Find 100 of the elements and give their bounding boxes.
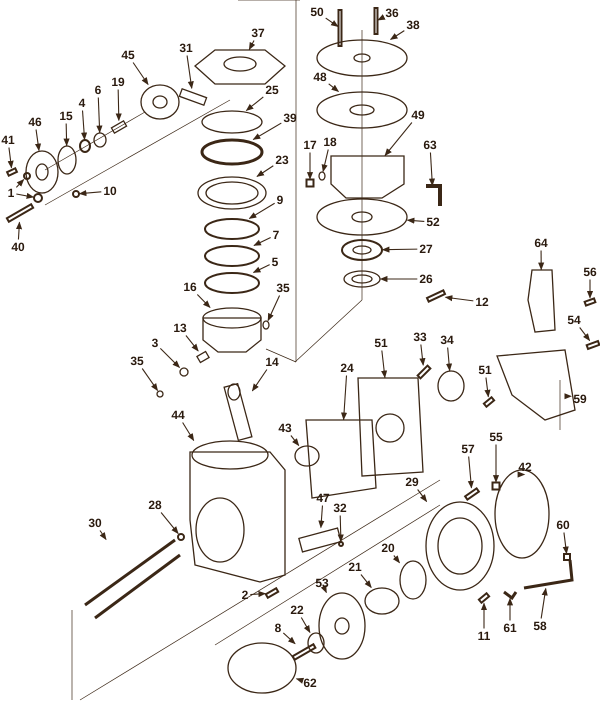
gasket-drawing: [197, 176, 267, 210]
leader-line: [406, 218, 424, 224]
callout-number: 8: [274, 622, 282, 634]
leader-line: [248, 40, 256, 50]
callout-number: 56: [582, 266, 598, 278]
bolt-drawing: [338, 9, 342, 47]
callout-number: 7: [272, 228, 280, 242]
plug-drawing: [72, 190, 80, 198]
callout-number: 64: [533, 236, 549, 250]
callout-number: 43: [277, 422, 293, 434]
leader-line: [492, 444, 500, 483]
leader-line: [419, 344, 426, 366]
leader-line: [444, 295, 474, 302]
callout-number: 51: [477, 364, 493, 376]
callout-number: 35: [129, 354, 145, 368]
leader-line: [253, 237, 271, 246]
seal-ring-drawing: [200, 138, 264, 166]
leader-line: [506, 598, 514, 620]
bushing-drawing: [364, 587, 400, 615]
leader-line: [360, 574, 372, 588]
callout-number: 37: [250, 26, 266, 40]
leader-line: [16, 178, 24, 188]
leader-line: [250, 590, 266, 598]
callout-number: 1: [6, 186, 16, 200]
leader-line: [392, 555, 400, 564]
bolt-drawing: [6, 202, 34, 224]
plug-drawing: [306, 178, 314, 188]
callout-number: 40: [10, 240, 26, 254]
callout-number: 45: [120, 48, 136, 62]
leader-line: [186, 335, 199, 352]
cylinder-head-drawing: [330, 155, 405, 199]
callout-number: 2: [240, 588, 250, 602]
callout-number: 34: [439, 334, 455, 346]
piston-ring-drawing: [204, 218, 260, 240]
screw-drawing: [482, 396, 496, 408]
leader-line: [246, 96, 264, 111]
leader-line: [142, 368, 158, 392]
callout-number: 11: [476, 630, 492, 642]
callout-number: 52: [425, 216, 441, 228]
callout-number: 46: [27, 116, 43, 128]
washer-drawing: [23, 172, 31, 180]
callout-number: 32: [332, 502, 348, 514]
callout-number: 3: [150, 336, 160, 350]
callout-number: 28: [147, 498, 163, 512]
callout-number: 29: [404, 476, 420, 488]
callout-number: 16: [182, 280, 198, 294]
leader-line: [160, 512, 179, 534]
crankshaft-drawing: [84, 538, 181, 620]
leader-line: [296, 678, 304, 684]
leader-line: [96, 97, 102, 134]
bushing-drawing: [294, 445, 320, 467]
plate-drawing: [298, 527, 342, 553]
piston-pin-drawing: [196, 350, 210, 364]
leader-line: [248, 202, 275, 219]
callout-number: 53: [314, 576, 330, 590]
leader-line: [484, 377, 491, 398]
piston-ring-drawing: [204, 272, 260, 294]
leader-line: [182, 422, 194, 442]
leader-line: [325, 18, 339, 28]
stud-drawing: [416, 364, 432, 380]
callout-number: 5: [270, 256, 280, 268]
callout-number: 15: [58, 110, 74, 122]
stud-drawing: [477, 592, 491, 604]
leader-line: [320, 584, 327, 594]
stud-drawing: [464, 486, 480, 502]
leader-line: [252, 122, 282, 140]
screw-drawing: [6, 166, 18, 178]
leader-line: [340, 375, 348, 420]
callout-number: 54: [566, 314, 582, 326]
callout-number: 26: [418, 272, 434, 286]
piston-ring-drawing: [204, 245, 260, 267]
leader-line: [63, 123, 70, 146]
leader-line: [564, 393, 572, 400]
callout-number: 63: [422, 138, 438, 152]
leader-line: [34, 129, 42, 152]
valve-plate-drawing: [316, 198, 408, 236]
stud-drawing: [264, 586, 280, 600]
bracket-drawing: [527, 269, 556, 333]
callout-number: 55: [488, 430, 504, 444]
callout-number: 27: [418, 242, 434, 256]
fitting-drawing: [563, 553, 571, 561]
callout-number: 58: [532, 620, 548, 632]
plug-drawing: [177, 533, 185, 541]
callout-number: 9: [276, 194, 284, 206]
callout-number: 25: [264, 84, 280, 96]
callout-number: 41: [0, 134, 16, 146]
leader-line: [100, 530, 106, 540]
leader-line: [562, 532, 569, 554]
callout-number: 17: [302, 138, 318, 152]
screw-drawing: [583, 297, 597, 307]
leader-line: [338, 515, 344, 542]
leader-line: [290, 435, 300, 446]
callout-number: 18: [322, 136, 338, 148]
callout-number: 57: [460, 442, 476, 456]
callout-number: 36: [384, 6, 400, 20]
callout-number: 49: [410, 108, 426, 122]
leader-line: [282, 632, 296, 644]
o-ring-drawing: [201, 110, 263, 134]
leader-line: [252, 264, 270, 273]
callout-number: 44: [170, 408, 186, 422]
